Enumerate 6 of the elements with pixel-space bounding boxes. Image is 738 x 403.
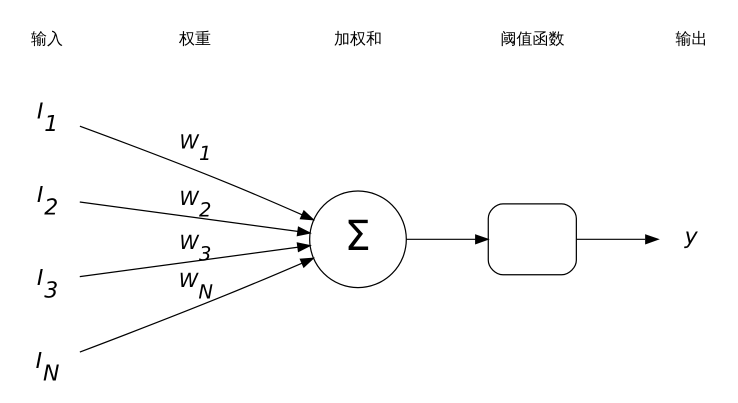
label: 输入 (30, 28, 63, 48)
node-text: y (684, 224, 698, 249)
label: 输出 (675, 28, 708, 48)
label: 阈值函数 (500, 28, 565, 48)
label: 权重 (178, 28, 211, 48)
label: 加权和 (334, 28, 382, 48)
